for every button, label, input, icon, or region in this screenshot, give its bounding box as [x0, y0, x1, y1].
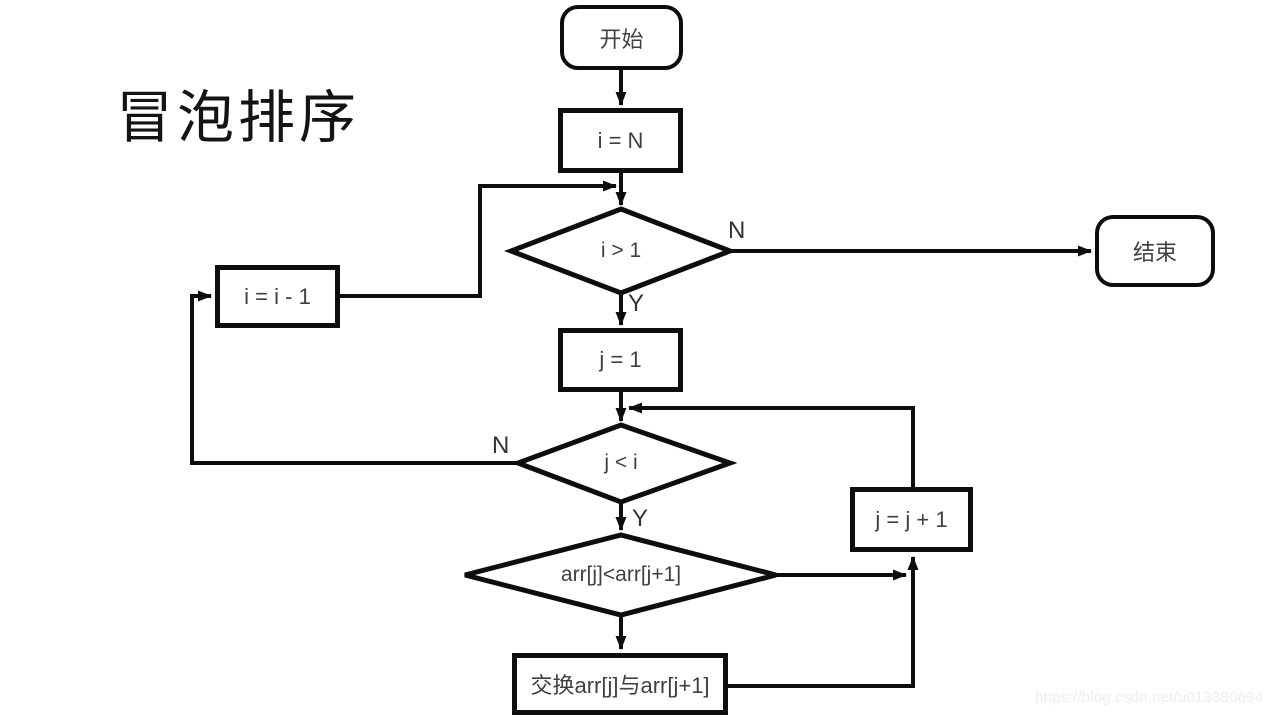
edge-swap-to-inc-j [728, 556, 919, 688]
branch-label-cond-i-no: N [728, 217, 746, 244]
node-cond-i-label: i > 1 [600, 239, 642, 262]
node-swap: 交换arr[j]与arr[j+1] [512, 653, 728, 715]
node-init-i: i = N [558, 108, 683, 173]
node-compare-label: arr[j]<arr[j+1] [560, 563, 682, 586]
node-end-label: 结束 [1132, 240, 1177, 265]
node-dec-i-label: i = i - 1 [244, 283, 311, 309]
node-start: 开始 [560, 5, 683, 70]
branch-label-cond-j-no: N [492, 432, 510, 459]
node-start-label: 开始 [599, 26, 644, 52]
branch-label-cond-j-yes: Y [632, 505, 649, 532]
diamond-cond-i [503, 206, 737, 296]
node-swap-label: 交换arr[j]与arr[j+1] [530, 673, 710, 698]
diamond-cond-j [510, 422, 738, 505]
node-cond-j-label: j < i [604, 451, 638, 474]
watermark-text: https://blog.csdn.net/u013380694 [1035, 689, 1264, 706]
node-end: 结束 [1095, 215, 1215, 287]
edge-dec-i-to-cond-i [340, 180, 617, 298]
node-inc-j: j = j + 1 [850, 487, 973, 552]
edge-inc-j-to-cond-j [628, 402, 915, 487]
node-init-i-label: i = N [597, 127, 644, 153]
node-inc-j-label: j = j + 1 [875, 506, 948, 532]
branch-label-cond-i-yes: Y [628, 290, 645, 317]
node-init-j: j = 1 [558, 328, 683, 392]
diamond-compare [464, 532, 777, 618]
page-title: 冒泡排序 [116, 86, 360, 150]
edge-cond-j-no-to-dec-i [190, 290, 517, 465]
node-dec-i: i = i - 1 [215, 265, 340, 328]
node-init-j-label: j = 1 [599, 347, 642, 372]
